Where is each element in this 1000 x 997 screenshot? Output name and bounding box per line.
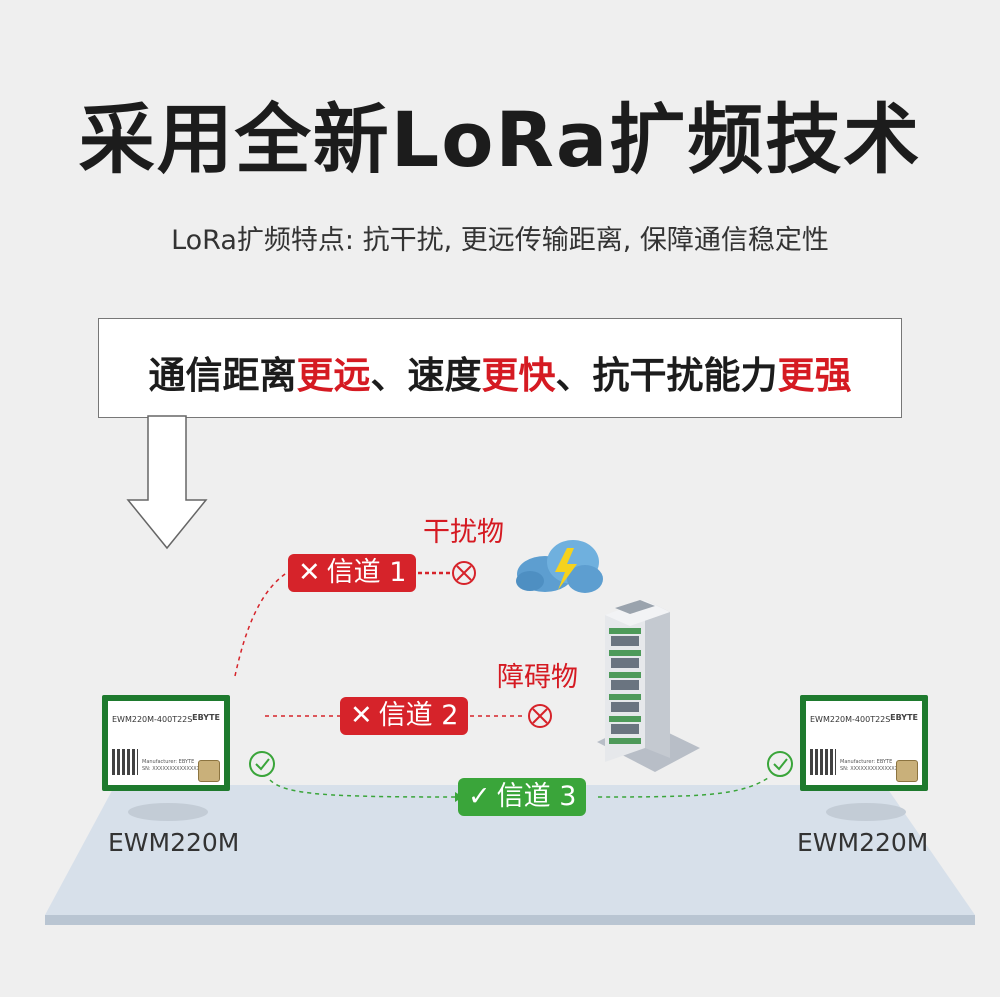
left-module-name: EWM220M	[108, 828, 240, 857]
floor-platform	[45, 785, 975, 915]
callout-highlight-1: 更远	[296, 354, 371, 397]
left-module-manufacturer: Manufacturer: EBYTE	[142, 759, 195, 765]
right-module-brand: EBYTE	[890, 713, 918, 722]
feature-callout: 通信距离更远、速度更快、抗干扰能力更强	[98, 318, 902, 418]
right-module-shadow	[826, 803, 906, 821]
channel-3-badge: ✓信道 3	[458, 778, 587, 816]
channel-1-blocked-icon	[452, 561, 476, 585]
down-arrow-icon	[126, 415, 208, 550]
channel-2-blocked-icon	[528, 704, 552, 728]
callout-highlight-3: 更强	[777, 354, 852, 397]
right-module-manufacturer: Manufacturer: EBYTE	[840, 759, 893, 765]
right-module-name: EWM220M	[797, 828, 929, 857]
channel-3-check-icon: ✓	[468, 781, 491, 812]
left-module-brand: EBYTE	[192, 713, 220, 722]
left-module-antenna-icon	[198, 760, 220, 782]
channel-3-label: 信道 3	[496, 781, 577, 812]
storm-cloud-icon	[516, 540, 603, 593]
channel-1-label: 信道 1	[326, 557, 407, 588]
right-module-qr-icon	[810, 749, 836, 775]
check-icon-right	[767, 751, 793, 777]
left-module-shadow	[128, 803, 208, 821]
left-module-info: Manufacturer: EBYTE SN: XXXXXXXXXXXXXX	[142, 759, 200, 773]
building-icon	[597, 600, 700, 772]
left-module-qr-icon	[112, 749, 138, 775]
right-module-info: Manufacturer: EBYTE SN: XXXXXXXXXXXXXX	[840, 759, 898, 773]
left-module-sn: SN: XXXXXXXXXXXXXX	[142, 766, 201, 772]
interference-label: 干扰物	[423, 517, 504, 548]
channel-1-path	[234, 571, 289, 677]
callout-part-2: 、速度	[370, 354, 482, 397]
channel-2-x-icon: ✕	[350, 700, 373, 731]
page-title: 采用全新LoRa扩频技术	[78, 95, 922, 184]
callout-part-1: 通信距离	[148, 354, 297, 397]
right-module-antenna-icon	[896, 760, 918, 782]
callout-part-3: 、抗干扰能力	[555, 354, 778, 397]
floor-edge	[45, 915, 975, 925]
channel-3-path	[269, 779, 456, 798]
left-module-model: EWM220M-400T22S	[112, 715, 193, 724]
page-subtitle: LoRa扩频特点: 抗干扰, 更远传输距离, 保障通信稳定性	[171, 225, 829, 256]
channel-1-x-icon: ✕	[298, 557, 321, 588]
channel-1-badge: ✕信道 1	[288, 554, 417, 592]
check-icon-left	[249, 751, 275, 777]
right-module-sn: SN: XXXXXXXXXXXXXX	[840, 766, 899, 772]
callout-highlight-2: 更快	[481, 354, 556, 397]
left-lora-module: EWM220M-400T22S EBYTE Manufacturer: EBYT…	[102, 695, 230, 791]
channel-2-badge: ✕信道 2	[340, 697, 469, 735]
feature-callout-text: 通信距离更远、速度更快、抗干扰能力更强	[99, 345, 901, 399]
barrier-label: 障碍物	[497, 662, 578, 693]
channel-2-label: 信道 2	[378, 700, 459, 731]
right-module-model: EWM220M-400T22S	[810, 715, 891, 724]
right-lora-module: EWM220M-400T22S EBYTE Manufacturer: EBYT…	[800, 695, 928, 791]
